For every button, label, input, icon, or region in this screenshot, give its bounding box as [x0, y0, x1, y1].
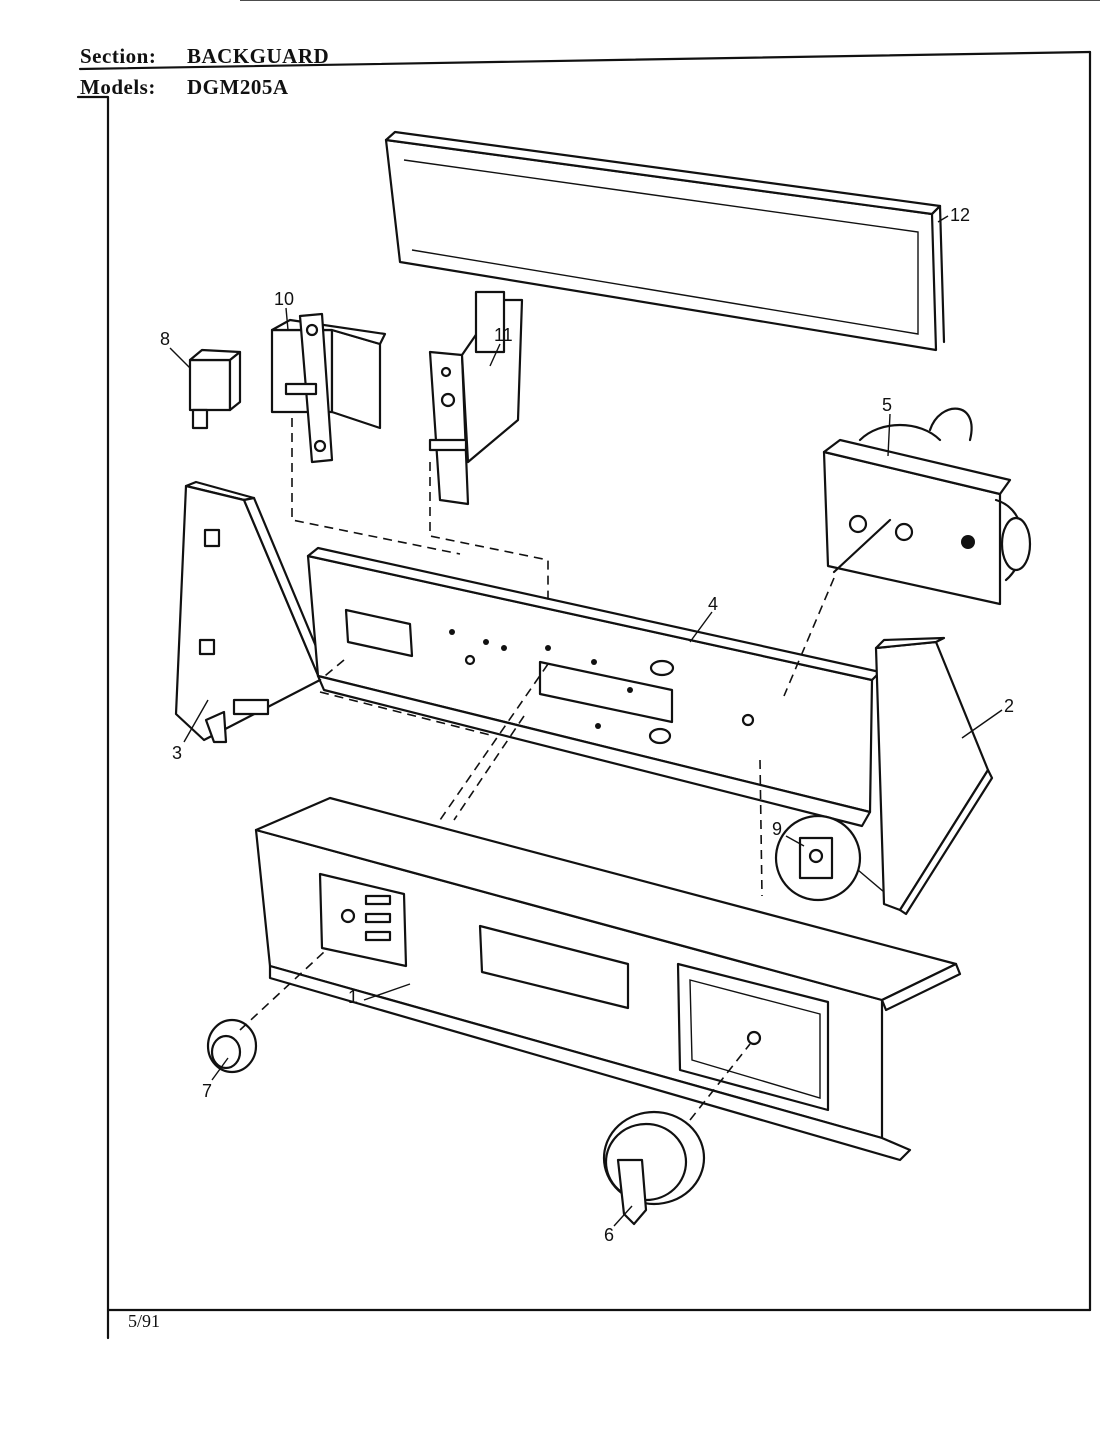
- callout-3: 3: [172, 743, 182, 763]
- callout-9: 9: [772, 819, 782, 839]
- callout-8: 8: [160, 329, 170, 349]
- page-frame: [76, 0, 1100, 1340]
- part-9-clip-detail: [774, 814, 885, 902]
- part-1-front-console: [254, 796, 962, 1162]
- callout-12: 12: [950, 205, 970, 225]
- part-6-large-knob: [602, 1110, 706, 1226]
- part-5-timer: [822, 407, 1032, 606]
- section-label: Section:: [80, 44, 157, 68]
- part-10-switch: [270, 312, 387, 464]
- callout-5: 5: [882, 395, 892, 415]
- part-7-small-knob: [206, 1018, 258, 1074]
- callout-7: 7: [202, 1081, 212, 1101]
- callout-2: 2: [1004, 696, 1014, 716]
- callout-labels: 1 2 3 4 5 6 7 8 9 10 11 12: [160, 205, 1014, 1245]
- models-value: DGM205A: [187, 75, 289, 99]
- part-3-left-end-cap: [174, 480, 332, 744]
- callout-1: 1: [348, 987, 358, 1007]
- callout-10: 10: [274, 289, 294, 309]
- part-8-relay: [188, 348, 242, 430]
- section-value: BACKGUARD: [187, 44, 330, 68]
- part-4-control-panel: [306, 546, 882, 828]
- assembly-dashed-lines: [239, 418, 835, 1121]
- callout-6: 6: [604, 1225, 614, 1245]
- callout-11: 11: [494, 325, 513, 345]
- models-label: Models:: [80, 75, 156, 99]
- part-12-trim-strip: [384, 130, 946, 352]
- revision-date: 5/91: [128, 1311, 161, 1331]
- part-11-bracket-switch: [428, 290, 524, 506]
- callout-4: 4: [708, 594, 718, 614]
- part-2-right-end-cap: [874, 636, 994, 916]
